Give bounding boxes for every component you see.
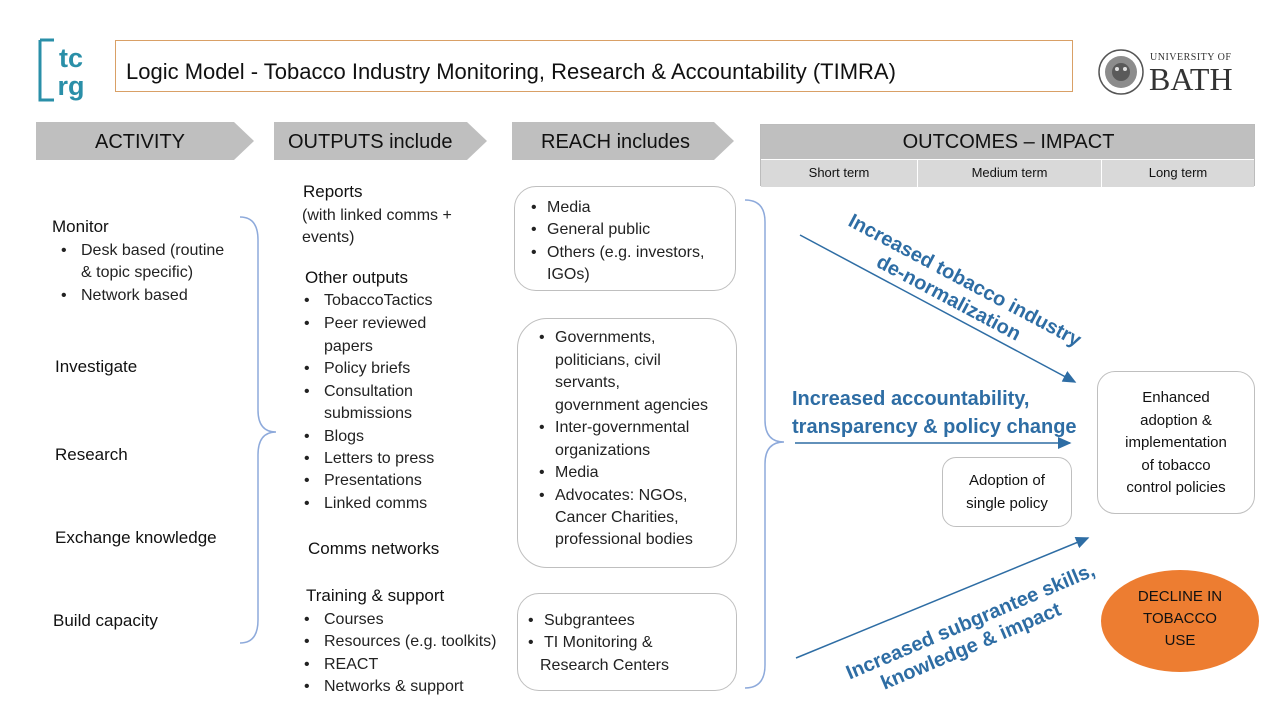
reach-header: REACH includes xyxy=(541,131,690,153)
enhanced-adoption-box: Enhanced adoption & implementation of to… xyxy=(1097,371,1255,514)
reach-box-public: Media General public Others (e.g. invest… xyxy=(514,186,736,291)
title-box: Logic Model - Tobacco Industry Monitorin… xyxy=(115,40,1073,92)
page-title: Logic Model - Tobacco Industry Monitorin… xyxy=(126,59,896,84)
monitor-item-network: Network based xyxy=(61,285,188,308)
activity-research: Research xyxy=(55,445,128,464)
activity-chevron: ACTIVITY xyxy=(36,122,254,160)
accountability-label: Increased accountability, transparency &… xyxy=(792,385,1077,441)
output-tobaccotactics: TobaccoTactics xyxy=(304,290,432,313)
activity-exchange: Exchange knowledge xyxy=(55,528,217,547)
output-policy-briefs: Policy briefs xyxy=(304,358,410,381)
training-resources: Resources (e.g. toolkits) xyxy=(304,631,496,654)
subgrantee-arrow xyxy=(795,537,1090,659)
decline-line-1: DECLINE IN xyxy=(1137,588,1223,605)
outputs-reports: Reports xyxy=(303,182,363,201)
decline-oval: DECLINE IN TOBACCO USE xyxy=(1101,570,1259,672)
output-letters: Letters to press xyxy=(304,448,434,471)
enhanced-line-2: adoption & xyxy=(1140,412,1212,429)
reach-box-subgrantees: Subgrantees TI Monitoring & Research Cen… xyxy=(517,593,737,691)
output-blogs: Blogs xyxy=(304,426,364,449)
outputs-training: Training & support xyxy=(306,586,445,605)
reach-research-centers: Research Centers xyxy=(540,657,669,674)
outputs-comms-networks: Comms networks xyxy=(308,539,440,558)
training-react: REACT xyxy=(304,654,378,677)
activity-monitor: Monitor xyxy=(52,217,109,236)
output-consultation: Consultation xyxy=(304,381,413,404)
monitor-item-desk: Desk based (routine xyxy=(61,240,224,263)
reach-brace xyxy=(744,199,785,689)
reach-governments: Governments, xyxy=(539,327,656,350)
output-peer-reviewed-cont: papers xyxy=(324,338,373,355)
enhanced-line-5: control policies xyxy=(1126,479,1226,496)
reach-box-government: Governments, politicians, civil servants… xyxy=(517,318,737,568)
reach-advocates: Advocates: NGOs, xyxy=(539,485,687,508)
reach-gov-agencies: government agencies xyxy=(555,397,708,414)
activity-brace xyxy=(239,216,277,644)
output-linked-comms: Linked comms xyxy=(304,493,427,516)
university-of-bath-logo: UNIVERSITY OF BATH xyxy=(1098,46,1238,98)
university-of-text: UNIVERSITY OF xyxy=(1150,52,1231,63)
reach-cancer-charities: Cancer Charities, xyxy=(555,509,679,526)
reach-professional-bodies: professional bodies xyxy=(555,531,693,548)
training-networks: Networks & support xyxy=(304,676,464,699)
reports-note-1: (with linked comms + xyxy=(302,207,452,224)
reach-others-cont: IGOs) xyxy=(547,266,590,283)
single-policy-line-1: Adoption of xyxy=(969,472,1045,489)
decline-text: DECLINE IN TOBACCO USE xyxy=(1101,586,1259,652)
outcomes-header: OUTCOMES – IMPACT Short term Medium term… xyxy=(760,124,1255,187)
logo-text-bottom: rg xyxy=(58,71,85,101)
activity-build: Build capacity xyxy=(53,611,158,630)
reach-general-public: General public xyxy=(531,219,650,242)
decline-line-3: USE xyxy=(1164,632,1196,649)
bath-text: BATH xyxy=(1149,61,1233,97)
reach-media-2: Media xyxy=(539,462,598,485)
outputs-header: OUTPUTS include xyxy=(288,131,453,153)
accountability-line-1: Increased accountability, xyxy=(792,388,1030,410)
decline-line-2: TOBACCO xyxy=(1143,610,1217,627)
outputs-chevron: OUTPUTS include xyxy=(274,122,487,160)
tcrg-logo: tc rg xyxy=(38,38,104,102)
reports-note-2: events) xyxy=(302,229,355,246)
logo-text-top: tc xyxy=(59,43,83,73)
output-consultation-cont: submissions xyxy=(324,405,413,422)
reach-chevron: REACH includes xyxy=(512,122,734,160)
term-long: Long term xyxy=(1102,159,1254,187)
reach-intergovernmental: Inter-governmental xyxy=(539,417,689,440)
outputs-other: Other outputs xyxy=(305,268,409,287)
reach-servants: servants, xyxy=(555,374,620,391)
reach-others: Others (e.g. investors, xyxy=(531,242,704,265)
single-policy-line-2: single policy xyxy=(966,495,1048,512)
monitor-item-desk-cont: & topic specific) xyxy=(81,264,194,281)
reach-organizations: organizations xyxy=(555,442,651,459)
single-policy-box: Adoption of single policy xyxy=(942,457,1072,527)
activity-header: ACTIVITY xyxy=(95,131,186,153)
enhanced-line-3: implementation xyxy=(1125,434,1227,451)
enhanced-line-4: of tobacco xyxy=(1141,457,1211,474)
term-short: Short term xyxy=(761,159,918,187)
training-courses: Courses xyxy=(304,609,383,632)
output-presentations: Presentations xyxy=(304,470,422,493)
outcomes-title: OUTCOMES – IMPACT xyxy=(902,131,1115,153)
term-medium: Medium term xyxy=(918,159,1102,187)
enhanced-line-1: Enhanced xyxy=(1142,389,1210,406)
activity-investigate: Investigate xyxy=(55,357,138,376)
reach-politicians: politicians, civil xyxy=(555,352,661,369)
accountability-line-2: transparency & policy change xyxy=(792,416,1077,438)
reach-subgrantees: Subgrantees xyxy=(528,610,635,633)
output-peer-reviewed: Peer reviewed xyxy=(304,313,426,336)
reach-ti-monitoring: TI Monitoring & xyxy=(528,632,653,655)
denormalization-arrow xyxy=(799,234,1077,383)
reach-media: Media xyxy=(531,197,590,220)
